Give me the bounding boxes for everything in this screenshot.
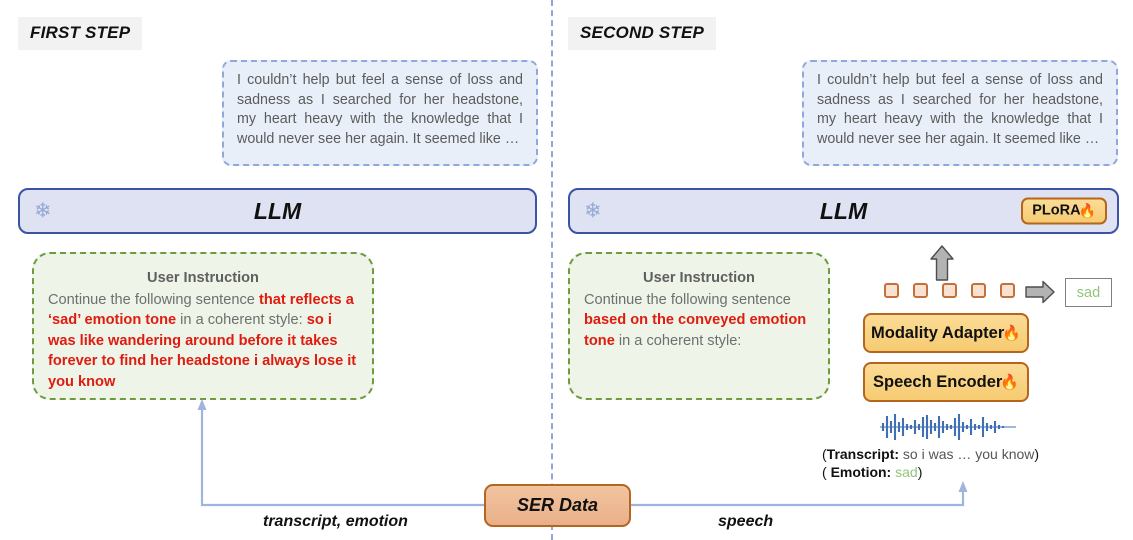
user-instruction-box-second-step: User Instruction Continue the following … [568,252,830,400]
open-paren: ( [822,464,831,480]
arrow-up-icon [930,245,954,281]
second-step-label: SECOND STEP [568,17,717,50]
speech-encoder-label: Speech Encoder [873,372,1003,391]
instruction-body: Continue the following sentence based on… [584,292,806,349]
user-instruction-box-first-step: User Instruction Continue the following … [32,252,374,400]
open-paren: ( [822,446,827,462]
flame-icon: 🔥 [1002,324,1021,342]
emotion-key: Emotion: [830,464,892,480]
emotion-value: sad [891,464,918,480]
plora-module: PLoRA 🔥 [1021,197,1107,225]
snowflake-icon: ❄ [584,199,602,223]
speech-token [971,283,986,298]
plora-label: PLoRA [1032,202,1081,219]
instruction-segment-highlight: based on the conveyed emotion tone [584,312,807,349]
instruction-body: Continue the following sentence that ref… [48,292,356,390]
transcript-key: Transcript: [826,446,900,462]
instruction-segment-plain: Continue the following sentence [48,291,259,308]
instruction-segment-transcript: so i was like wandering around before it… [48,312,357,390]
modality-adapter-label: Modality Adapter [871,323,1005,342]
llm-output-box-second-step: I couldn’t help but feel a sense of loss… [802,60,1118,166]
speech-token [942,283,957,298]
audio-waveform-icon [880,414,1016,440]
emotion-meta: ( Emotion: sad) [822,464,922,480]
flame-icon: 🔥 [1000,373,1019,391]
instruction-segment-plain: Continue the following sentence [584,291,791,308]
instruction-segment-highlight: that reflects a ‘sad’ emotion tone [48,291,354,329]
step-divider [551,0,553,540]
emotion-prediction-box: sad [1065,278,1112,307]
llm-block-second-step: ❄ LLM PLoRA 🔥 [568,188,1119,234]
instruction-segment-plain: in a coherent style: [176,312,307,328]
instruction-title: User Instruction [147,270,259,286]
llm-label: LLM [819,197,868,224]
edge-label-transcript-emotion: transcript, emotion [263,513,408,530]
transcript-meta: (Transcript: so i was … you know) [822,446,1039,462]
speech-token [1000,283,1015,298]
flame-icon: 🔥 [1078,202,1096,219]
first-step-label: FIRST STEP [18,17,143,50]
instruction-segment-plain: in a coherent style: [614,332,742,349]
speech-token [913,283,928,298]
instruction-title: User Instruction [643,270,755,286]
ser-data-source: SER Data [484,484,631,527]
modality-adapter-module: Modality Adapter 🔥 [863,313,1029,353]
speech-encoder-module: Speech Encoder 🔥 [863,362,1029,402]
speech-token [884,283,899,298]
transcript-value: so i was … you know [899,446,1035,462]
llm-label: LLM [253,197,302,224]
llm-output-box-first-step: I couldn’t help but feel a sense of loss… [222,60,538,166]
close-paren: ) [917,464,923,480]
edge-label-speech: speech [718,513,774,530]
close-paren: ) [1034,446,1040,462]
arrow-right-icon [1025,280,1055,304]
llm-block-first-step: ❄ LLM [18,188,537,234]
snowflake-icon: ❄ [34,199,52,223]
